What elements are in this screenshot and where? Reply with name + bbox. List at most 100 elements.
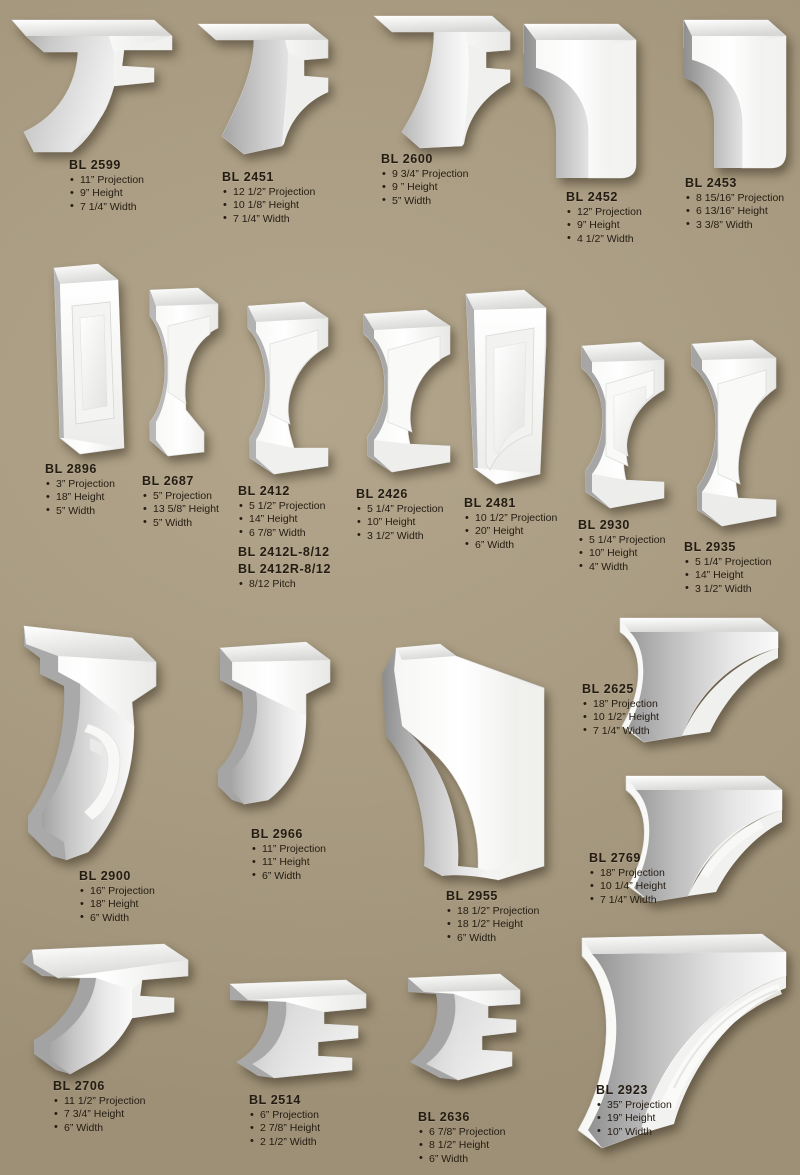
spec-bl-2687: BL 2687 5” Projection 13 5/8” Height 5” … — [142, 474, 219, 530]
spec-item: 7 1/4” Width — [582, 724, 659, 738]
product-code: BL 2426 — [356, 487, 408, 501]
product-code: BL 2687 — [142, 474, 194, 488]
product-code-variant-right: BL 2412R-8/12 — [238, 562, 332, 577]
spec-list: 18” Projection 10 1/4” Height 7 1/4” Wid… — [589, 866, 666, 907]
spec-list: 11 1/2” Projection 7 3/4” Height 6” Widt… — [53, 1094, 146, 1135]
spec-item: 5” Projection — [142, 489, 219, 503]
product-code: BL 2451 — [222, 170, 274, 184]
spec-bl-2955: BL 2955 18 1/2” Projection 18 1/2” Heigh… — [446, 889, 539, 945]
spec-item: 6” Width — [464, 538, 557, 552]
spec-bl-2599: BL 2599 11” Projection 9” Height 7 1/4” … — [69, 158, 144, 214]
spec-bl-2966: BL 2966 11” Projection 11” Height 6” Wid… — [251, 827, 326, 883]
spec-bl-2452: BL 2452 12” Projection 9” Height 4 1/2” … — [566, 190, 642, 246]
spec-item: 10 1/2” Projection — [464, 511, 557, 525]
product-code: BL 2896 — [45, 462, 97, 476]
bracket-image-bl-2412 — [232, 298, 347, 488]
bracket-image-bl-2896 — [36, 258, 136, 463]
spec-list: 18 1/2” Projection 18 1/2” Height 6” Wid… — [446, 904, 539, 945]
spec-item: 10” Width — [596, 1125, 672, 1139]
spec-bl-2412: BL 2412 5 1/2” Projection 14” Height 6 7… — [238, 484, 331, 592]
spec-item: 11” Height — [251, 856, 326, 870]
spec-list: 35” Projection 19” Height 10” Width — [596, 1098, 672, 1139]
bracket-image-bl-2900 — [14, 616, 189, 871]
bracket-image-bl-2935 — [676, 336, 791, 536]
spec-item: 19” Height — [596, 1112, 672, 1126]
bracket-image-bl-2923 — [556, 928, 800, 1168]
spec-list: 18” Projection 10 1/2” Height 7 1/4” Wid… — [582, 697, 659, 738]
spec-item: 6 7/8” Width — [238, 526, 331, 540]
spec-item: 10 1/2” Height — [582, 711, 659, 725]
spec-item: 10” Height — [356, 516, 443, 530]
spec-item: 10 1/8” Height — [222, 199, 315, 213]
product-code: BL 2514 — [249, 1093, 301, 1107]
spec-item: 6” Width — [79, 911, 155, 925]
spec-bl-2514: BL 2514 6” Projection 2 7/8” Height 2 1/… — [249, 1093, 320, 1149]
spec-item: 11” Projection — [69, 173, 144, 187]
spec-list: 5 1/2” Projection 14” Height 6 7/8” Widt… — [238, 499, 331, 540]
spec-bl-2769: BL 2769 18” Projection 10 1/4” Height 7 … — [589, 851, 666, 907]
spec-item: 20” Height — [464, 525, 557, 539]
spec-item: 6” Width — [53, 1121, 146, 1135]
spec-item: 9” Height — [69, 187, 144, 201]
spec-item: 18 1/2” Height — [446, 918, 539, 932]
spec-item: 5 1/4” Projection — [578, 533, 665, 547]
spec-list: 5 1/4” Projection 10” Height 4” Width — [578, 533, 665, 574]
spec-item: 3 1/2” Width — [684, 582, 771, 596]
spec-item: 6” Width — [251, 869, 326, 883]
bracket-image-bl-2636 — [396, 968, 536, 1108]
spec-item: 3 1/2” Width — [356, 529, 443, 543]
spec-list: 8 15/16” Projection 6 13/16” Height 3 3/… — [685, 191, 784, 232]
product-code: BL 2625 — [582, 682, 634, 696]
spec-item: 2 1/2” Width — [249, 1135, 320, 1149]
spec-item: 9 3/4” Projection — [381, 167, 468, 181]
spec-bl-2600: BL 2600 9 3/4” Projection 9 ” Height 5” … — [381, 152, 468, 208]
spec-list: 5 1/4” Projection 14” Height 3 1/2” Widt… — [684, 555, 771, 596]
spec-item: 9” Height — [566, 219, 642, 233]
spec-bl-2900: BL 2900 16” Projection 18” Height 6” Wid… — [79, 869, 155, 925]
product-code: BL 2900 — [79, 869, 131, 883]
spec-item: 18” Projection — [582, 697, 659, 711]
spec-item: 12 1/2” Projection — [222, 185, 315, 199]
spec-item: 18” Height — [79, 898, 155, 912]
bracket-image-bl-2453 — [672, 12, 800, 177]
spec-bl-2896: BL 2896 3” Projection 18” Height 5” Widt… — [45, 462, 115, 518]
spec-item: 7 1/4” Width — [589, 893, 666, 907]
spec-item: 11 1/2” Projection — [53, 1094, 146, 1108]
bracket-image-bl-2426 — [348, 306, 468, 486]
spec-item: 8 1/2” Height — [418, 1139, 505, 1153]
bracket-image-bl-2599 — [4, 12, 179, 157]
bracket-image-bl-2955 — [380, 630, 560, 885]
bracket-image-bl-2452 — [510, 14, 655, 184]
product-code: BL 2453 — [685, 176, 737, 190]
spec-list-variant: 8/12 Pitch — [238, 578, 331, 592]
spec-bl-2481: BL 2481 10 1/2” Projection 20” Height 6”… — [464, 496, 557, 552]
spec-item: 6 7/8” Projection — [418, 1125, 505, 1139]
spec-item: 5” Width — [45, 504, 115, 518]
bracket-image-bl-2451 — [188, 18, 343, 158]
spec-item: 6” Width — [446, 931, 539, 945]
spec-item: 2 7/8” Height — [249, 1122, 320, 1136]
spec-item: 4” Width — [578, 560, 665, 574]
spec-item: 6” Width — [418, 1152, 505, 1166]
bracket-image-bl-2600 — [362, 8, 522, 153]
spec-item: 5” Width — [142, 516, 219, 530]
spec-item: 5 1/4” Projection — [684, 555, 771, 569]
bracket-image-bl-2966 — [206, 636, 351, 816]
product-code: BL 2966 — [251, 827, 303, 841]
product-code: BL 2769 — [589, 851, 641, 865]
spec-bl-2923: BL 2923 35” Projection 19” Height 10” Wi… — [596, 1083, 672, 1139]
spec-item: 5 1/4” Projection — [356, 502, 443, 516]
spec-item: 18 1/2” Projection — [446, 904, 539, 918]
product-code: BL 2636 — [418, 1110, 470, 1124]
product-code: BL 2599 — [69, 158, 121, 172]
spec-item: 5” Width — [381, 194, 468, 208]
spec-item: 5 1/2” Projection — [238, 499, 331, 513]
spec-item: 10 1/4” Height — [589, 880, 666, 894]
spec-bl-2706: BL 2706 11 1/2” Projection 7 3/4” Height… — [53, 1079, 146, 1135]
spec-item: 9 ” Height — [381, 181, 468, 195]
spec-list: 5 1/4” Projection 10” Height 3 1/2” Widt… — [356, 502, 443, 543]
spec-item: 6” Projection — [249, 1108, 320, 1122]
bracket-image-bl-2930 — [566, 338, 681, 518]
spec-list: 11” Projection 11” Height 6” Width — [251, 842, 326, 883]
